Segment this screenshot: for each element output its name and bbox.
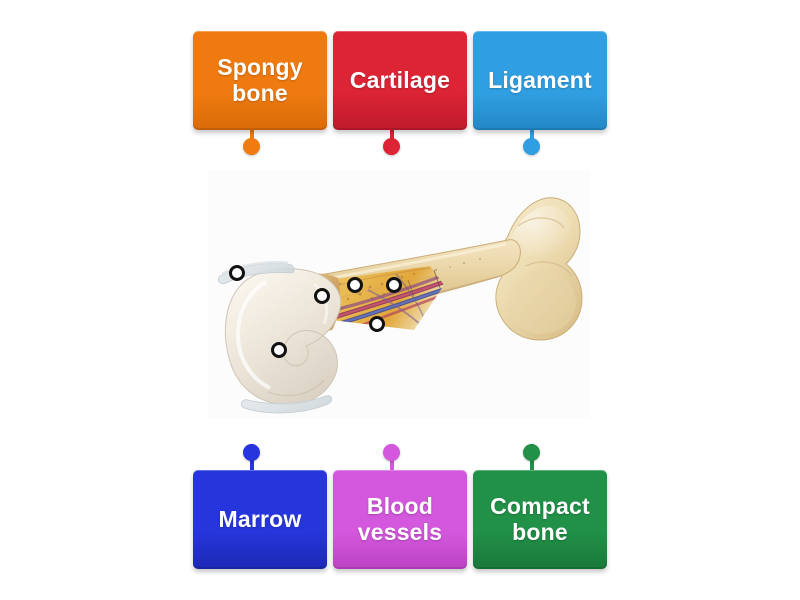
label-tile-text: Spongy bone (217, 53, 303, 106)
connector-marrow (243, 444, 261, 470)
connector-stem (390, 444, 394, 470)
label-tile-blood-vessels[interactable]: Blood vessels (333, 470, 467, 569)
label-tile-spongy-bone[interactable]: Spongy bone (193, 31, 327, 130)
connector-cartilage (383, 130, 401, 155)
label-tile-compact-bone[interactable]: Compact bone (473, 470, 607, 569)
connector-stem (390, 130, 394, 155)
connector-compact-bone (523, 444, 541, 470)
drop-target-marker-6[interactable] (369, 316, 385, 332)
connector-spongy-bone (243, 130, 261, 155)
label-tile-text: Blood vessels (357, 492, 443, 545)
connector-blood-vessels (383, 444, 401, 470)
drop-target-marker-4[interactable] (347, 277, 363, 293)
drop-target-marker-5[interactable] (386, 277, 402, 293)
drop-target-marker-2[interactable] (271, 342, 287, 358)
ligament-band (221, 261, 289, 276)
label-tile-marrow[interactable]: Marrow (193, 470, 327, 569)
connector-stem (250, 444, 254, 470)
label-tile-text: Cartilage (349, 66, 451, 93)
diagram-panel (208, 170, 590, 418)
drop-target-marker-3[interactable] (314, 288, 330, 304)
label-tile-text: Marrow (218, 505, 302, 532)
label-tile-text: Compact bone (490, 492, 590, 545)
connector-knob[interactable] (243, 444, 260, 461)
connector-knob[interactable] (523, 138, 540, 155)
label-tile-ligament[interactable]: Ligament (473, 31, 607, 130)
femur-bone-illustration (218, 197, 583, 414)
label-tile-cartilage[interactable]: Cartilage (333, 31, 467, 130)
connector-stem (250, 130, 254, 155)
connector-knob[interactable] (243, 138, 260, 155)
drop-target-marker-1[interactable] (229, 265, 245, 281)
connector-knob[interactable] (383, 444, 400, 461)
connector-knob[interactable] (523, 444, 540, 461)
connector-knob[interactable] (383, 138, 400, 155)
connector-ligament (523, 130, 541, 155)
label-tile-text: Ligament (488, 66, 592, 93)
proximal-femur-group (495, 197, 583, 341)
connector-stem (530, 444, 534, 470)
connector-stem (530, 130, 534, 155)
